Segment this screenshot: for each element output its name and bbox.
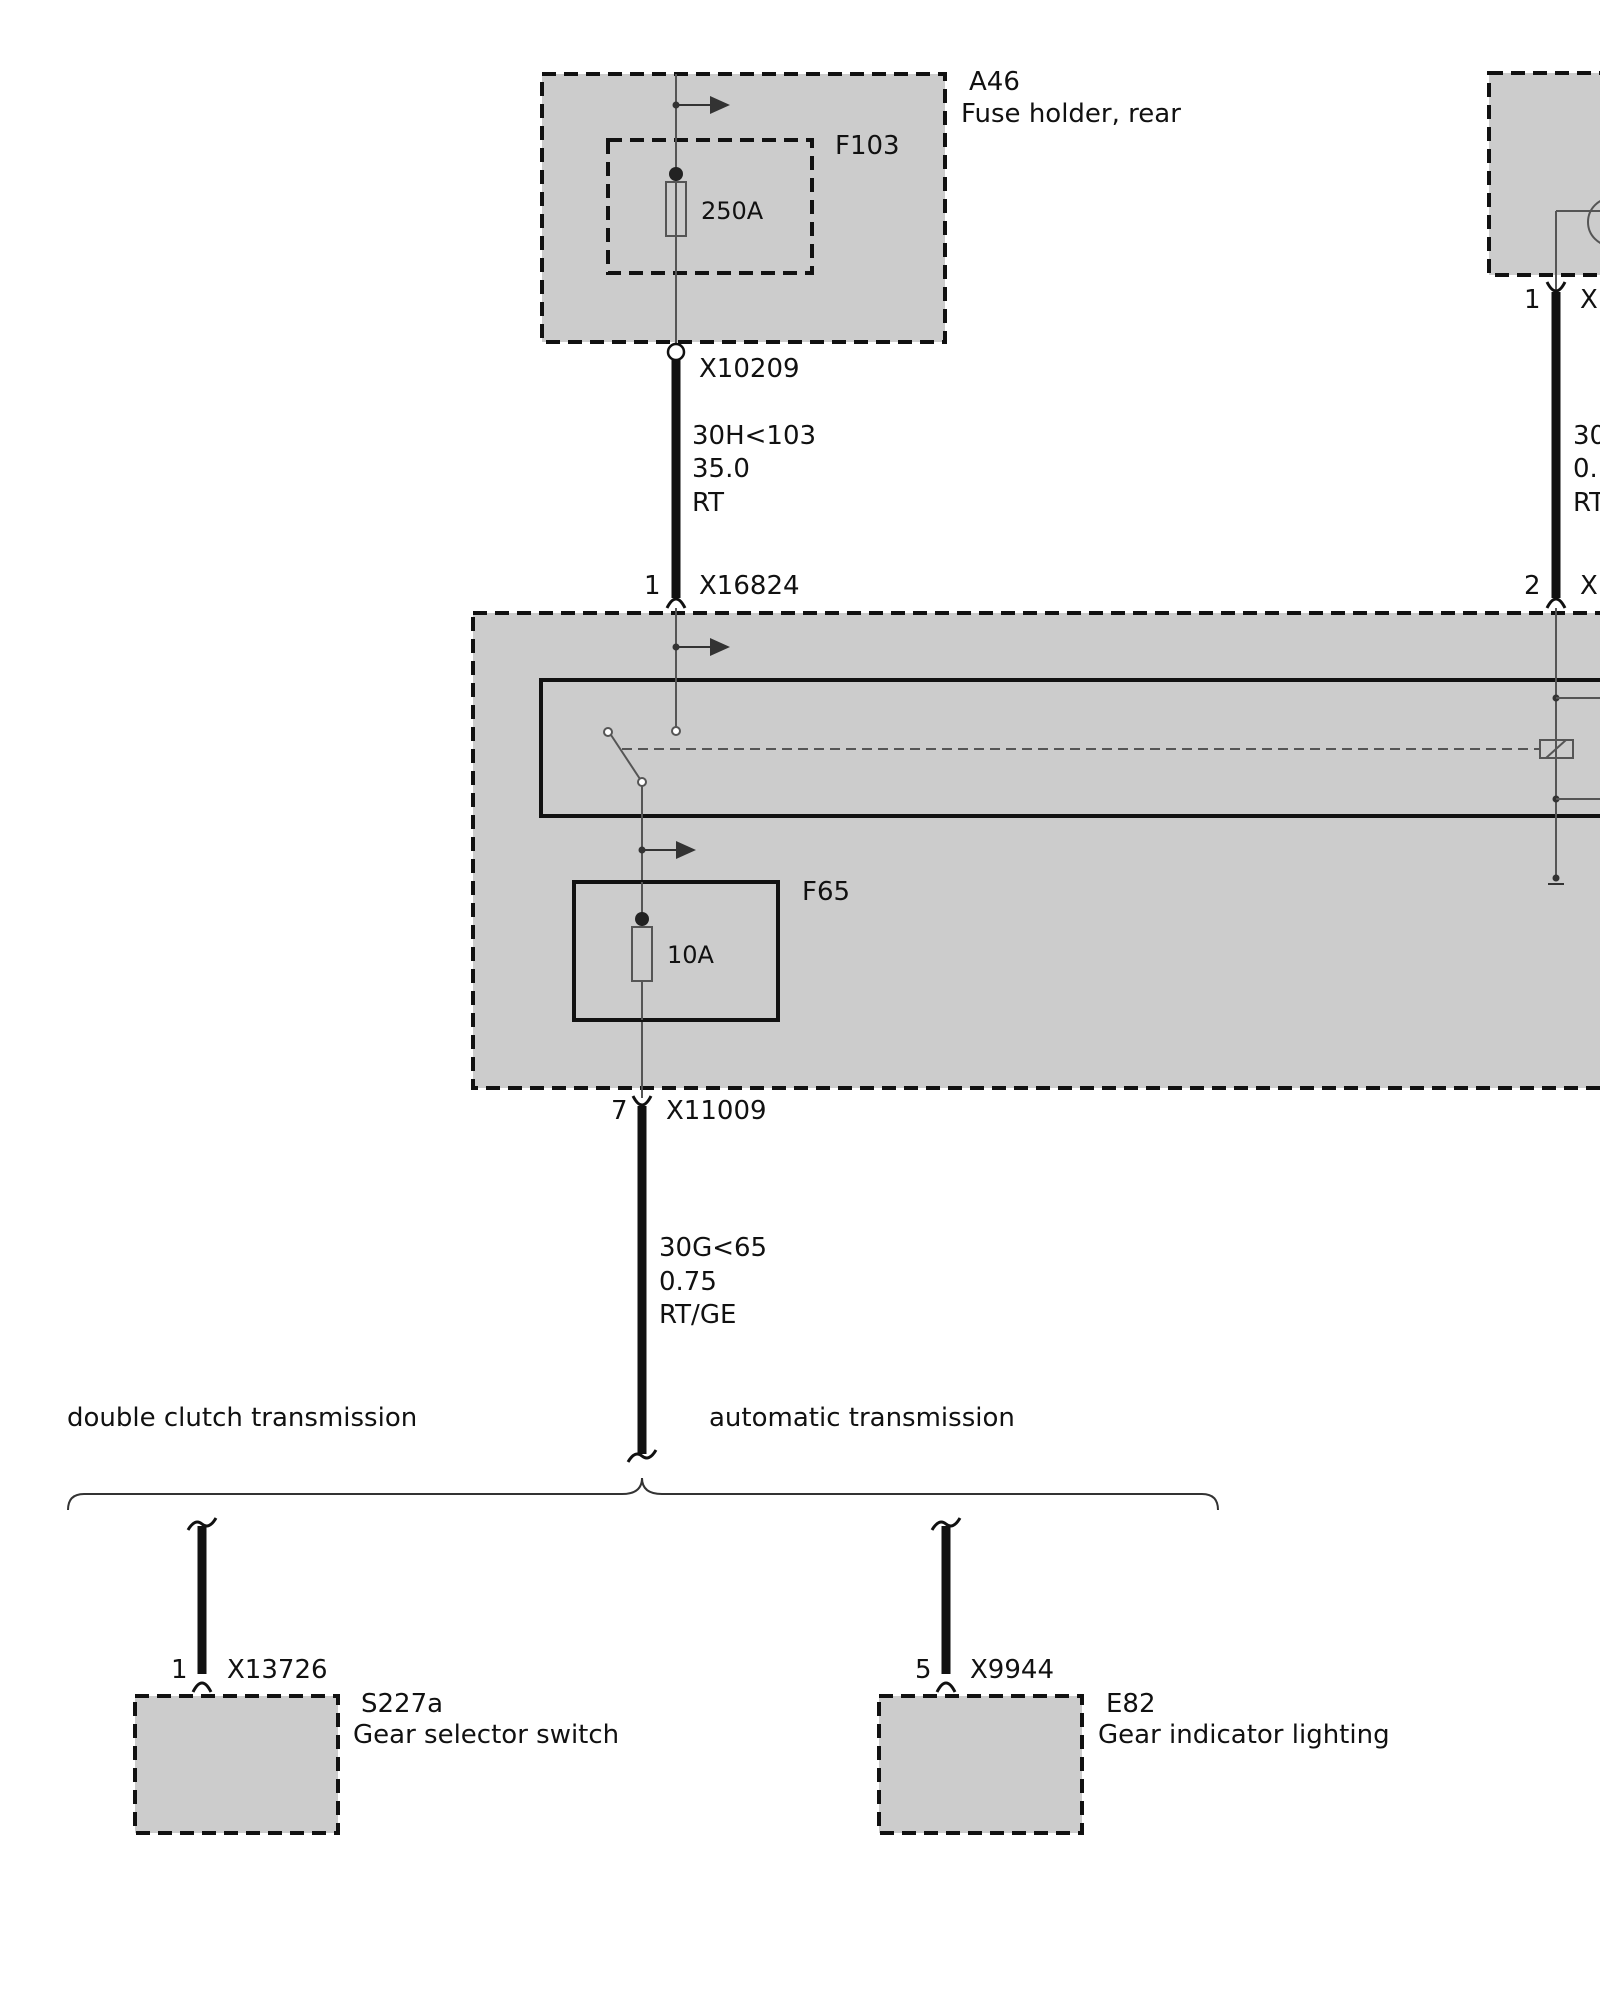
e82-label: E82 (1106, 1689, 1156, 1719)
right-module-sensor-icon (1587, 200, 1600, 244)
wire2-circuit: 30G<65 (659, 1233, 767, 1263)
right-partial-module-box (1487, 71, 1600, 277)
a46-name: Fuse holder, rear (961, 99, 1181, 129)
f65-label: F65 (802, 877, 850, 907)
s227a-box (133, 1694, 340, 1835)
variant-brace (67, 1477, 1219, 1511)
x11009-pin: 7 (611, 1096, 628, 1126)
x16824-connector (665, 597, 687, 609)
wire1-circuit: 30H<103 (692, 421, 816, 451)
wire1-color: RT (692, 488, 724, 518)
x16824-label: X16824 (699, 571, 800, 601)
wire2-break (626, 1449, 658, 1463)
f103-label: F103 (835, 131, 900, 161)
a46-label: A46 (969, 67, 1020, 97)
x9944-connector (935, 1681, 957, 1693)
variant-right-label: automatic transmission (709, 1403, 1015, 1433)
a46-arrow-head (710, 96, 730, 114)
x9944-label: X9944 (970, 1655, 1054, 1685)
x13726-pin: 1 (171, 1655, 188, 1685)
x10209-label: X10209 (699, 354, 800, 384)
left-branch-break (186, 1517, 218, 1531)
x16824-pin: 1 (644, 571, 661, 601)
f65-arrow-head (676, 841, 696, 859)
right-wire-gauge: 0. (1573, 454, 1598, 484)
x13726-connector (191, 1681, 213, 1693)
s227a-label: S227a (361, 1689, 443, 1719)
right-mid-connector (1545, 597, 1567, 609)
f65-fuse-box (572, 880, 780, 1022)
x10209-connector (666, 342, 686, 362)
right-mid-pin: 2 (1524, 571, 1541, 601)
f103-fuse-box (606, 138, 814, 275)
relay-contact-left (603, 727, 613, 737)
wire2-gauge: 0.75 (659, 1267, 717, 1297)
f65-node (635, 912, 649, 926)
relay-contact-top (671, 726, 681, 736)
e82-name: Gear indicator lighting (1098, 1720, 1390, 1750)
module-arrow-head (710, 638, 730, 656)
f65-fuse-symbol (631, 926, 653, 982)
variant-left-label: double clutch transmission (67, 1403, 417, 1433)
right-top-label: X (1580, 285, 1598, 315)
x13726-label: X13726 (227, 1655, 328, 1685)
s227a-name: Gear selector switch (353, 1720, 619, 1750)
right-wire-circuit: 30 (1573, 421, 1600, 451)
ground-node (1552, 874, 1560, 882)
f103-rating: 250A (701, 197, 764, 225)
f103-node (669, 167, 683, 181)
wire2-color: RT/GE (659, 1300, 736, 1330)
wire1-gauge: 35.0 (692, 454, 750, 484)
e82-box (877, 1694, 1084, 1835)
x9944-pin: 5 (915, 1655, 932, 1685)
x11009-label: X11009 (666, 1096, 767, 1126)
right-top-pin: 1 (1524, 285, 1541, 315)
f65-rating: 10A (667, 941, 715, 969)
relay-switch-arm (610, 734, 641, 780)
right-wire-color: RT (1573, 488, 1600, 518)
right-top-connector (1545, 281, 1567, 293)
f103-fuse-symbol (665, 181, 687, 237)
x11009-connector (631, 1095, 653, 1107)
relay-contact-bottom (637, 777, 647, 787)
right-branch-break (930, 1517, 962, 1531)
right-mid-label: X (1580, 571, 1598, 601)
